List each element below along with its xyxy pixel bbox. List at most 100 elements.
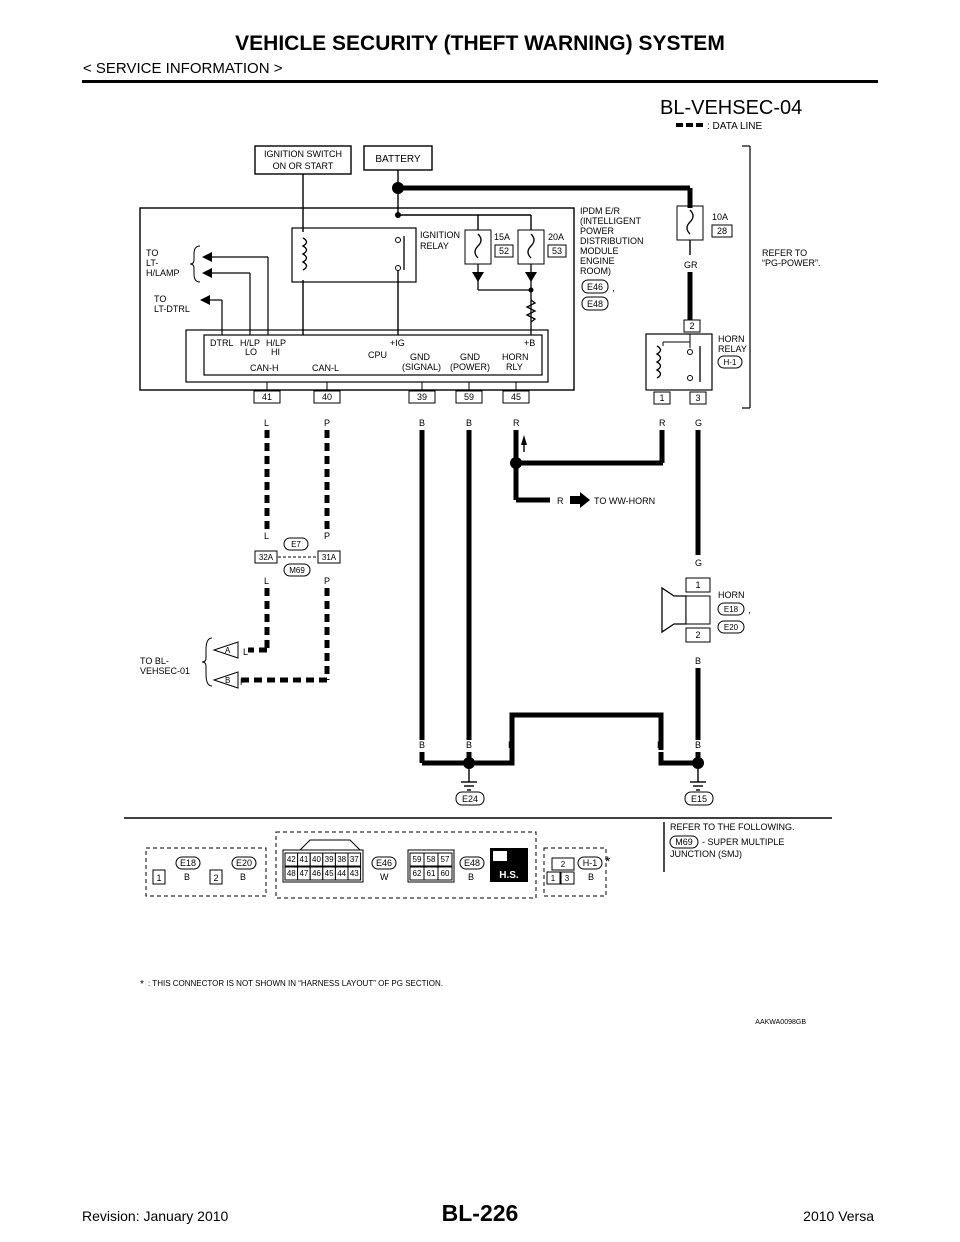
cpu-inner	[203, 334, 543, 376]
svg-text:LT-DTRL: LT-DTRL	[154, 304, 190, 314]
svg-text:41: 41	[262, 392, 272, 402]
svg-text:ON OR START: ON OR START	[273, 161, 334, 171]
svg-text:ENGINE: ENGINE	[580, 256, 615, 266]
svg-text:G: G	[695, 418, 702, 428]
svg-text:1: 1	[551, 874, 556, 883]
svg-text:VEHSEC-01: VEHSEC-01	[140, 666, 190, 676]
svg-text:RLY: RLY	[506, 362, 523, 372]
svg-text:B: B	[466, 740, 472, 750]
svg-text:POWER: POWER	[580, 226, 615, 236]
svg-text:2: 2	[213, 873, 218, 883]
svg-text:L: L	[243, 647, 248, 657]
svg-text:: DATA LINE: : DATA LINE	[707, 121, 763, 132]
data-line-legend: : DATA LINE	[676, 121, 763, 132]
svg-text:ROOM): ROOM)	[580, 266, 611, 276]
connector-pin: 61	[427, 869, 436, 878]
ground-e24: E24	[462, 794, 478, 804]
svg-text:L: L	[264, 531, 269, 541]
svg-text:DISTRIBUTION: DISTRIBUTION	[580, 236, 644, 246]
svg-text:TO: TO	[146, 248, 158, 258]
hs-icon: H.S.	[490, 848, 528, 882]
connector-pin: 45	[325, 869, 334, 878]
svg-text:B: B	[588, 872, 594, 882]
svg-text:E48: E48	[464, 858, 480, 868]
connector-pin: 57	[441, 855, 450, 864]
svg-text:H-1: H-1	[583, 858, 598, 868]
svg-text:28: 28	[717, 226, 727, 236]
to-lt-hlamp: TO LT- H/LAMP	[146, 248, 180, 278]
page-title: VEHICLE SECURITY (THEFT WARNING) SYSTEM	[235, 32, 725, 55]
svg-text:H/LP: H/LP	[240, 338, 260, 348]
svg-text:R: R	[513, 418, 520, 428]
svg-text:E48: E48	[587, 299, 603, 309]
connector-pin: 42	[287, 855, 296, 864]
svg-text:LO: LO	[245, 347, 257, 357]
svg-text:1: 1	[156, 873, 161, 883]
svg-text:TO: TO	[154, 294, 166, 304]
svg-text:IPDM E/R: IPDM E/R	[580, 206, 621, 216]
connector-pin: 48	[287, 869, 296, 878]
svg-text:52: 52	[499, 246, 509, 256]
svg-text:B: B	[468, 872, 474, 882]
svg-text:2: 2	[689, 321, 694, 331]
svg-text:B: B	[419, 740, 425, 750]
connector-pin: 37	[350, 855, 359, 864]
svg-text:(POWER): (POWER)	[450, 362, 490, 372]
connector-pin: 47	[299, 869, 308, 878]
svg-text:M69: M69	[289, 566, 305, 575]
svg-text:E46: E46	[376, 858, 392, 868]
to-bl-vehsec-01: TO BL- VEHSEC-01	[140, 656, 190, 676]
connector-pin: 40	[312, 855, 321, 864]
svg-text:E20: E20	[724, 623, 739, 632]
svg-text:45: 45	[511, 392, 521, 402]
svg-text:2: 2	[695, 630, 700, 640]
svg-text:R: R	[659, 418, 666, 428]
svg-text:CAN-L: CAN-L	[312, 363, 339, 373]
cpu-outer	[185, 329, 549, 383]
svg-text:+IG: +IG	[390, 338, 405, 348]
fuse-15a	[464, 229, 492, 265]
refer-smj: REFER TO THE FOLLOWING. M69 - SUPER MULT…	[669, 822, 795, 859]
svg-text:B: B	[695, 740, 701, 750]
svg-text:LT-: LT-	[146, 258, 158, 268]
svg-text:P: P	[324, 531, 330, 541]
connector-pin: 60	[441, 869, 450, 878]
connector-pin: 44	[337, 869, 346, 878]
diagram-id: BL-VEHSEC-04	[660, 97, 802, 119]
svg-text:REFER TO THE FOLLOWING.: REFER TO THE FOLLOWING.	[670, 822, 795, 832]
horn: 1 2 HORN E18 , E20	[661, 577, 751, 643]
connector-pin: 59	[413, 855, 422, 864]
connector-e18: E18 B 1	[145, 847, 267, 897]
svg-text:JUNCTION (SMJ): JUNCTION (SMJ)	[670, 849, 742, 859]
svg-text:E7: E7	[291, 540, 301, 549]
svg-text:CAN-H: CAN-H	[250, 363, 279, 373]
svg-text:39: 39	[417, 392, 427, 402]
page-number: BL-226	[441, 1200, 519, 1226]
svg-text:GND: GND	[460, 352, 481, 362]
svg-text:- SUPER MULTIPLE: - SUPER MULTIPLE	[702, 837, 784, 847]
svg-text:R: R	[557, 496, 564, 506]
connector-pin: 38	[337, 855, 346, 864]
svg-text:3: 3	[695, 393, 700, 403]
svg-text:,: ,	[748, 605, 751, 616]
svg-text:DTRL: DTRL	[210, 338, 234, 348]
svg-text:HI: HI	[271, 347, 280, 357]
svg-text:B: B	[695, 656, 701, 666]
svg-text:M69: M69	[675, 837, 693, 847]
svg-text:RELAY: RELAY	[718, 344, 747, 354]
svg-text:E20: E20	[236, 858, 252, 868]
svg-text:B: B	[225, 676, 230, 685]
svg-text:3: 3	[565, 874, 570, 883]
svg-text:32A: 32A	[259, 553, 274, 562]
diagram-code: AAKWA0098GB	[755, 1019, 806, 1026]
section-breadcrumb: < SERVICE INFORMATION >	[83, 60, 283, 77]
svg-text:,: ,	[612, 283, 615, 294]
pin-wire-colors: L P B B R	[264, 418, 520, 428]
svg-text:P: P	[324, 418, 330, 428]
model-year: 2010 Versa	[803, 1208, 874, 1224]
svg-text:B: B	[466, 418, 472, 428]
footnote: : THIS CONNECTOR IS NOT SHOWN IN “HARNES…	[148, 979, 443, 988]
ipdm-connector-tags: E46 , E48	[581, 279, 615, 311]
svg-text:GND: GND	[410, 352, 431, 362]
